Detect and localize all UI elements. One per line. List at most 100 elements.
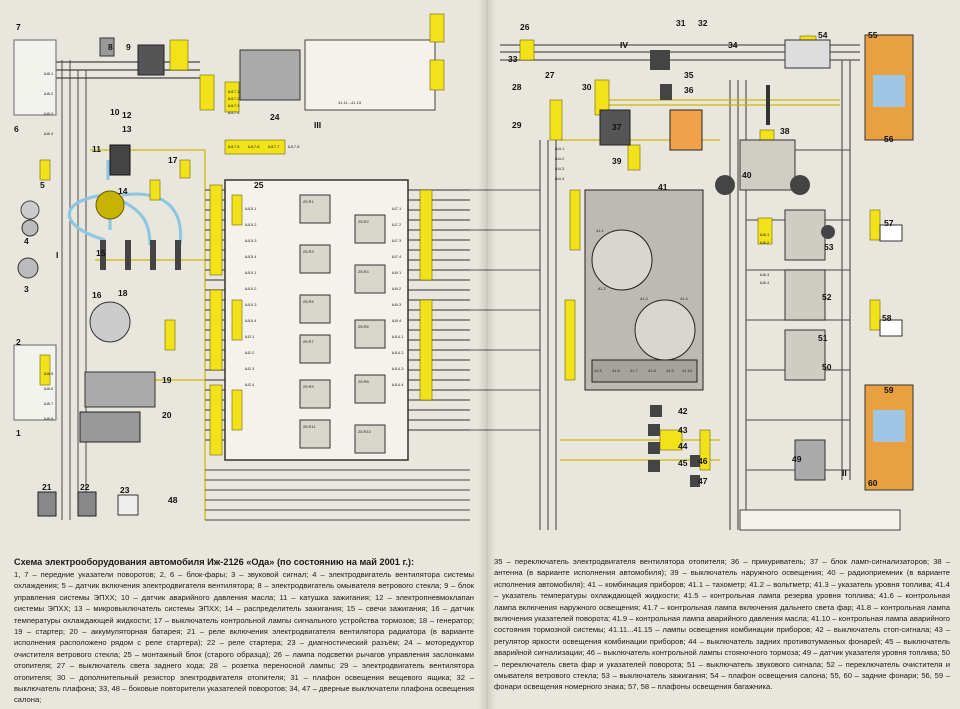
relay-r2 xyxy=(354,214,386,244)
wire-label: Ш6.3 xyxy=(760,272,770,277)
component-number: 2 xyxy=(16,337,21,347)
component-number: 34 xyxy=(728,40,738,50)
battery-20 xyxy=(79,411,141,443)
connector-block xyxy=(209,384,223,456)
hazard-switch-45 xyxy=(648,460,660,472)
component-number: 54 xyxy=(818,30,828,40)
left-indicator-7 xyxy=(20,200,40,220)
component-number: 51 xyxy=(818,333,828,343)
instrument-label: 41.5 xyxy=(594,368,603,373)
instrument-label: 41.6 xyxy=(612,368,621,373)
wire-label: Ш7.2 xyxy=(392,222,402,227)
wire-label: Ш17.2 xyxy=(228,96,240,101)
right-components xyxy=(584,34,914,531)
wire-label: Ш4.4 xyxy=(555,176,565,181)
component-number: 10 xyxy=(110,107,120,117)
relay-r6 xyxy=(354,319,386,349)
wire-label: Ш15.1 xyxy=(245,206,257,211)
wire-label: Ш15.4 xyxy=(245,254,257,259)
wire-label: Ш9.3 xyxy=(392,302,402,307)
component-number: 21 xyxy=(42,482,52,492)
component-number: 31 xyxy=(676,18,686,28)
relay-label: 25.R7 xyxy=(303,339,314,344)
relay-label: 25.R10 xyxy=(358,429,372,434)
light-switch-50 xyxy=(784,209,826,261)
relay-label: 25.R9 xyxy=(303,384,314,389)
component-number: 8 xyxy=(108,42,113,52)
cigar-lighter-36 xyxy=(660,84,672,100)
wire-label: Ш8.2 xyxy=(44,91,54,96)
relay-label: 25.R8 xyxy=(358,379,369,384)
generator-18 xyxy=(89,301,131,343)
wire-label: Ш9.2 xyxy=(392,286,402,291)
left-headlamp-6 xyxy=(13,39,57,116)
component-number: 37 xyxy=(612,122,622,132)
connector-block xyxy=(564,299,576,381)
instrument-label: 41.2 xyxy=(598,286,607,291)
connector-block xyxy=(39,159,51,181)
diagram-title: Схема электрооборудования автомобиля Иж-… xyxy=(14,557,415,567)
instrument-label: 41.10 xyxy=(682,368,693,373)
relay-r10 xyxy=(354,424,386,454)
wire-label: Ш17.8 xyxy=(288,144,300,149)
left-harness-line xyxy=(61,60,87,520)
horn-switch-51 xyxy=(784,329,826,381)
component-number: 30 xyxy=(582,82,592,92)
component-number: 22 xyxy=(80,482,90,492)
starter-relay-22 xyxy=(77,491,97,517)
connector-block xyxy=(231,299,243,341)
wire-label: Ш4.3 xyxy=(555,166,565,171)
component-number: 13 xyxy=(122,124,132,134)
wire-label: Ш2.2 xyxy=(245,350,255,355)
regulator-43 xyxy=(648,424,660,436)
relay-label: 25.R11 xyxy=(303,424,316,429)
relay-r7 xyxy=(299,334,331,364)
ignition-wire-3 xyxy=(119,198,152,246)
instrument-label: 41.3 xyxy=(640,296,649,301)
component-number: 36 xyxy=(684,85,694,95)
wire-label: Ш17.3 xyxy=(228,103,240,108)
epxx-unit-9 xyxy=(137,44,165,76)
instrument-label: 41.7 xyxy=(630,368,639,373)
dome-lamp-54 xyxy=(784,39,831,69)
rear-lamp-55-center xyxy=(873,75,905,107)
component-number: 47 xyxy=(698,476,708,486)
relay-label: 25.R4 xyxy=(358,269,369,274)
harness-number: I xyxy=(56,250,58,260)
component-number: 9 xyxy=(126,42,131,52)
wire-label: Ш17.5 xyxy=(228,144,240,149)
connector-block xyxy=(179,159,191,179)
wire-label: Ш6.1 xyxy=(760,232,770,237)
gauge-strip xyxy=(591,359,698,383)
component-number: 41 xyxy=(658,182,668,192)
warning-lamps-39 xyxy=(669,109,703,151)
instrument-label: 41.1 xyxy=(596,228,605,233)
wire-label: Ш14.2 xyxy=(392,350,404,355)
connector-block xyxy=(569,189,581,251)
harness-number: IV xyxy=(620,40,628,50)
connector-block xyxy=(169,39,189,71)
speaker-right xyxy=(790,175,810,195)
wire-label: Ш10.3 xyxy=(245,302,257,307)
legend-right-text: 35 – переключатель электродвигателя вент… xyxy=(494,557,950,692)
component-number: 49 xyxy=(792,454,802,464)
door-switch-47 xyxy=(690,475,700,487)
connector-block xyxy=(39,354,51,386)
component-number: 24 xyxy=(270,112,280,122)
wire-label: Ш7.4 xyxy=(392,254,402,259)
wire-label: Ш10.2 xyxy=(245,286,257,291)
relay-label: 25.R2 xyxy=(358,219,369,224)
component-numbers: 1 2 3 4 5 6 7 8 9 10 11 12 13 14 15 16 1… xyxy=(14,18,894,505)
component-number: 25 xyxy=(254,180,264,190)
instrument-label: 41.8 xyxy=(648,368,657,373)
relay-boxes xyxy=(299,194,386,454)
connector-block xyxy=(209,289,223,371)
connector-block xyxy=(419,189,433,281)
horn-3 xyxy=(17,257,39,279)
component-number: 16 xyxy=(92,290,102,300)
spark-plug-3 xyxy=(150,240,156,270)
wire-label: Ш14.3 xyxy=(392,366,404,371)
right-harness-wires xyxy=(539,80,747,530)
wire-label: Ш2.3 xyxy=(245,366,255,371)
wire-label: Ш8.5 xyxy=(44,371,54,376)
